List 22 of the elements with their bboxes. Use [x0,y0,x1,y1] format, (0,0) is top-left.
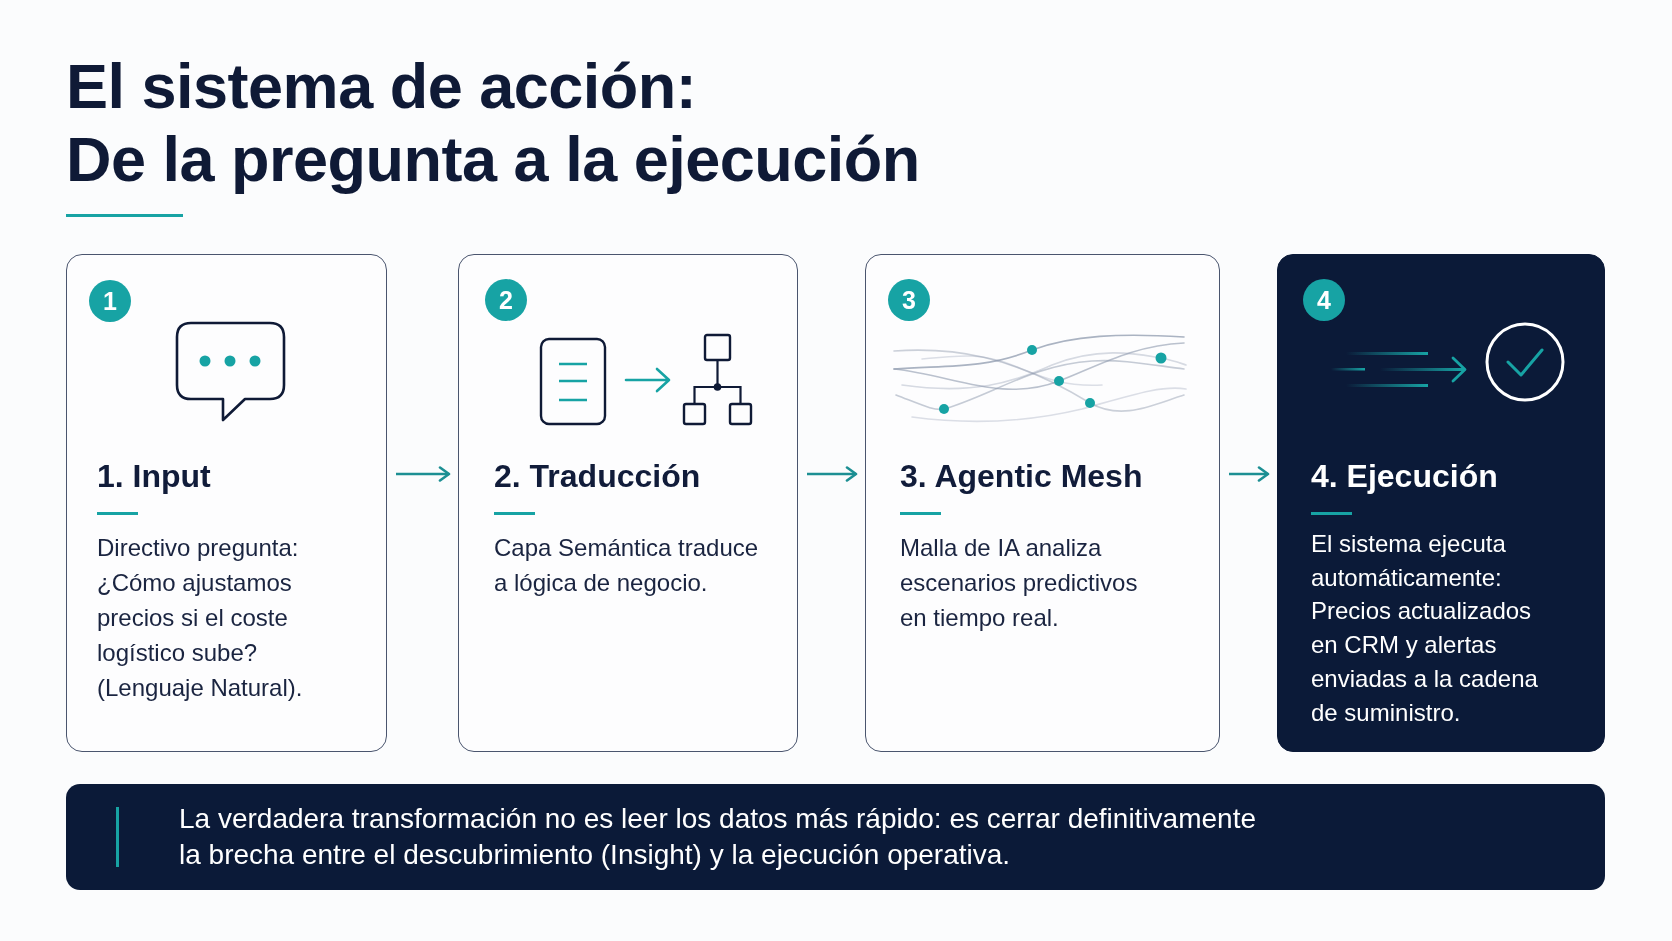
step-description: Malla de IA analiza escenarios predictivos en tiempo real. [900,533,1139,633]
quote-text: La verdadera transformación no es leer los datos más rápido: es cerrar definitivamente la brecha entre el descubrimiento (Insight) y la ejecución operativa. [179,802,1257,872]
arrow [807,466,858,482]
step-heading: 1. Input [97,457,211,496]
step-heading: 4. Ejecución [1311,457,1498,496]
step-heading: 3. Agentic Mesh [900,457,1143,496]
step-heading: 2. Traducción [494,457,701,496]
step-card [458,254,798,752]
arrow [1229,466,1270,482]
step-number-badge: 2 [485,279,527,321]
arrow [396,466,451,482]
step-number-badge: 4 [1303,279,1345,321]
title: El sistema de acción: De la pregunta a la ejecución [66,50,920,196]
step-card [66,254,387,752]
step-number-badge: 1 [89,280,131,322]
step-card [865,254,1220,752]
step-description: Capa Semántica traduce a lógica de negocio. [494,533,760,598]
quote-banner [66,784,1605,890]
step-description: Directivo pregunta: ¿Cómo ajustamos precios si el coste logístico sube? (Lenguaje Natural). [97,533,304,703]
step-number-badge: 3 [888,279,930,321]
highlighted-step-card [1277,254,1605,752]
step-description: El sistema ejecuta automáticamente: Precios actualizados en CRM y alertas enviadas a la cadena de suministro. [1311,529,1539,728]
